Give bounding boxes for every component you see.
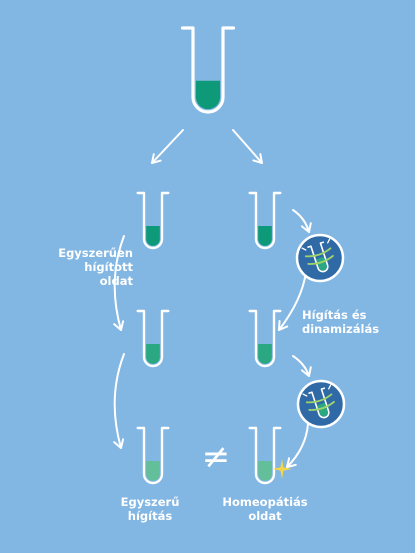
arrow-shaft [292, 209, 310, 233]
badge-tube-liquid [316, 256, 327, 271]
test-tube-source [180, 26, 236, 114]
label-dilution-and-succussion: Hígítás és dinamizálás [302, 308, 402, 336]
arrow-shaft [113, 235, 125, 331]
arrow-head [278, 320, 289, 331]
motion-line [307, 254, 334, 265]
arrow-head [300, 222, 312, 233]
tube-liquid [195, 80, 221, 110]
tube-liquid [146, 225, 160, 246]
tube-outline [136, 191, 170, 250]
label-line: Hígítás és [302, 308, 367, 322]
arrow-icon [278, 271, 307, 331]
motion-line [305, 393, 333, 404]
arrow-head [113, 320, 125, 331]
label-simple-dilution: Egyszerű hígítás [110, 495, 190, 523]
label-line: Homeopátiás [222, 495, 308, 509]
motion-line [308, 400, 335, 411]
tube-outline [248, 309, 282, 368]
shake-tube-icon [295, 233, 345, 283]
sparkle-icon [272, 459, 292, 479]
motion-tick [302, 384, 332, 397]
tube-liquid [258, 225, 272, 246]
tube-liquid [146, 460, 160, 481]
arrow-icon [286, 423, 309, 468]
arrow-icon [292, 209, 312, 233]
tube-outline [180, 26, 236, 114]
shake-tube-icon [296, 379, 346, 429]
tube-outline [248, 426, 282, 485]
arrow-shaft [113, 353, 125, 449]
tube-outline [136, 309, 170, 368]
label-line: oldat [99, 274, 133, 288]
test-tube-right-3 [248, 426, 282, 485]
arrow-shaft [286, 423, 309, 468]
arrow-icon [232, 129, 263, 164]
test-tube-left-3 [136, 426, 170, 485]
motion-line [304, 247, 332, 258]
label-simple-diluted-solution: Egyszerűen hígított oldat [20, 246, 133, 288]
arrow-icon [151, 129, 184, 164]
arrow-head [113, 438, 125, 449]
tube-outline [248, 191, 282, 250]
not-equal-symbol: ≠ [201, 437, 231, 477]
badge-tube-outline [307, 241, 329, 273]
arrow-icon [292, 355, 312, 377]
arrow-icon [113, 353, 125, 449]
arrow-head [300, 366, 312, 377]
test-tube-left-1 [136, 191, 170, 250]
badge-tube-liquid [317, 402, 328, 417]
motion-tick [301, 238, 331, 251]
tube-liquid [146, 343, 160, 364]
label-line: Egyszerűen [58, 246, 133, 260]
arrow-shaft [151, 129, 184, 164]
arrow-shaft [278, 271, 307, 331]
tube-outline [136, 426, 170, 485]
arrow-head [151, 153, 162, 164]
test-tube-left-2 [136, 309, 170, 368]
arrow-shaft [232, 129, 263, 164]
tube-liquid [258, 460, 272, 481]
label-line: hígítás [127, 509, 173, 523]
label-homeopathic-solution: Homeopátiás oldat [222, 495, 308, 523]
label-line: Egyszerű [120, 495, 180, 509]
label-line: dinamizálás [302, 322, 380, 336]
arrow-icon [113, 235, 125, 331]
label-line: oldat [248, 509, 282, 523]
arrow-head [286, 457, 297, 468]
test-tube-right-2 [248, 309, 282, 368]
arrow-head [252, 153, 263, 164]
tube-liquid [258, 343, 272, 364]
label-line: hígított [84, 260, 133, 274]
badge-tube [302, 384, 335, 419]
arrow-shaft [292, 355, 310, 377]
badge-tube [301, 238, 334, 273]
test-tube-right-1 [248, 191, 282, 250]
badge-tube-outline [308, 387, 330, 419]
